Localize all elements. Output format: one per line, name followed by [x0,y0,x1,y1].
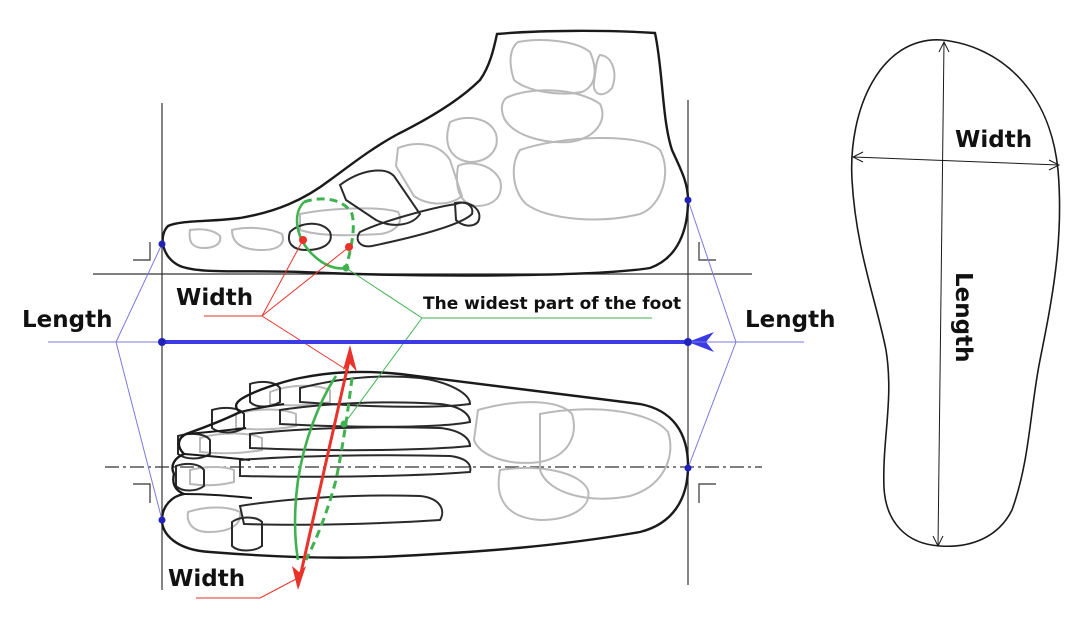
length-label-left: Length [22,307,112,333]
widest-green-dashed-top [303,197,355,269]
insole-length-arrow-top [938,40,950,53]
insole-length-line [937,41,945,547]
widest-leader-line-2 [343,317,423,425]
length-left-guide-down [115,341,163,521]
insole-width-arrow-left [851,151,864,163]
insole-width-line [852,156,1060,166]
widest-green-solid-bottom [293,375,338,561]
length-blue-markings [48,196,804,524]
foot-side-view [161,29,690,277]
corner-mark-bottom-left [133,483,151,503]
bottom-view-outline [160,370,690,559]
widest-green-dashed-bottom [304,377,354,561]
widest-part-label: The widest part of the foot [423,294,681,314]
widest-green-solid-top [295,201,347,270]
insole-outline-view [850,39,1061,548]
length-right-guide-down [687,341,737,469]
length-dot-left-top [158,240,166,248]
length-dot-right-top [684,196,692,204]
construction-lines [93,100,762,590]
width-red-arrow-top [343,345,357,372]
width-leader-line-2 [261,246,350,317]
width-leader-line-1 [261,239,304,317]
width-red-arrow-bottom [292,566,306,590]
side-view-outline [161,29,690,277]
widest-leader-line-1 [345,267,423,319]
corner-mark-top-right [698,242,716,261]
length-left-guide-up [115,243,163,343]
insole-width-label: Width [955,127,1032,153]
corner-mark-bottom-right [698,483,716,503]
side-view-bones [188,39,667,252]
width-bottom-leader [259,577,299,599]
insole-length-label: Length [950,272,976,362]
width-label-top: Width [176,285,253,311]
insole-outline [850,39,1061,548]
length-label-right: Length [745,307,835,333]
length-dot-left-bottom [158,516,166,524]
width-red-markings [196,236,357,599]
insole-width-arrow-right [1048,159,1061,171]
side-view-dark-bones [288,169,481,252]
length-right-guide-up [687,199,737,343]
length-dot-left-main [158,338,166,346]
toe-separators [183,403,285,499]
width-label-bottom: Width [168,566,245,592]
corner-mark-top-left [133,242,151,261]
length-dot-right-bottom [684,464,692,472]
insole-length-arrow-bottom [932,535,944,548]
width-red-axis [296,355,352,587]
foot-bottom-view [160,370,690,559]
length-dot-right-main [684,338,692,346]
widest-part-markings [293,197,652,561]
